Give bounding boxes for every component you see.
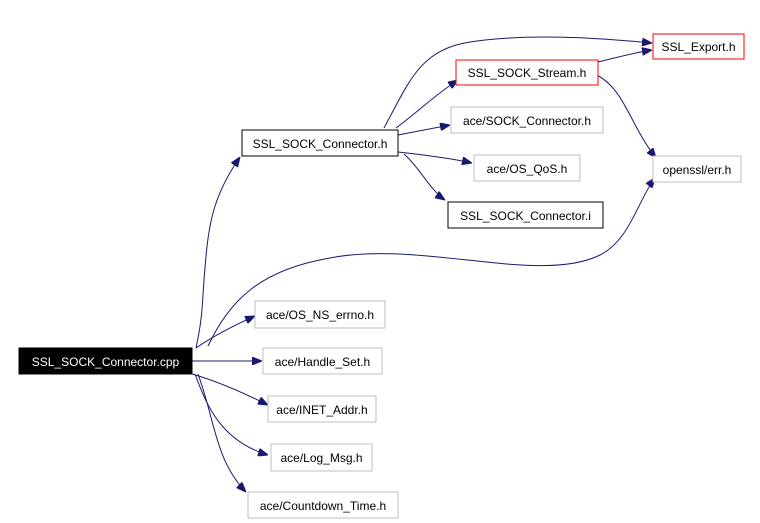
node-openssl-err-h[interactable]: openssl/err.h xyxy=(652,155,742,183)
nodes: SSL_SOCK_Connector.cpp SSL_SOCK_Connecto… xyxy=(18,33,745,519)
edge-root-to-log-msg xyxy=(194,373,268,455)
node-ace-inet-addr-h[interactable]: ace/INET_Addr.h xyxy=(267,395,377,423)
svg-text:ace/Handle_Set.h: ace/Handle_Set.h xyxy=(275,355,370,369)
edge-root-to-countdown-time xyxy=(197,373,246,492)
node-ace-os-ns-errno-h[interactable]: ace/OS_NS_errno.h xyxy=(254,300,386,329)
node-ace-sock-connector-h[interactable]: ace/SOCK_Connector.h xyxy=(450,106,604,134)
node-ssl-sock-connector-cpp[interactable]: SSL_SOCK_Connector.cpp xyxy=(18,347,193,375)
edge-connector-h-to-connector-i xyxy=(403,153,445,200)
node-ssl-export-h[interactable]: SSL_Export.h xyxy=(652,33,745,60)
node-ace-handle-set-h[interactable]: ace/Handle_Set.h xyxy=(262,347,383,375)
edge-root-to-inet-addr xyxy=(191,373,268,405)
edge-stream-h-to-openssl-err xyxy=(596,74,656,158)
svg-text:SSL_SOCK_Connector.cpp: SSL_SOCK_Connector.cpp xyxy=(32,355,180,369)
edge-stream-h-to-export-h xyxy=(597,50,652,63)
node-ace-log-msg-h[interactable]: ace/Log_Msg.h xyxy=(270,443,373,472)
svg-text:ace/Countdown_Time.h: ace/Countdown_Time.h xyxy=(260,499,386,513)
node-ssl-sock-connector-h[interactable]: SSL_SOCK_Connector.h xyxy=(241,129,399,157)
svg-text:SSL_SOCK_Connector.h: SSL_SOCK_Connector.h xyxy=(253,137,388,151)
edges xyxy=(191,36,656,492)
edge-connector-h-to-stream-h xyxy=(395,80,458,129)
edge-root-to-os-ns-errno xyxy=(195,316,255,349)
edge-root-to-openssl-err xyxy=(207,178,655,347)
svg-text:SSL_SOCK_Stream.h: SSL_SOCK_Stream.h xyxy=(468,66,587,80)
svg-text:openssl/err.h: openssl/err.h xyxy=(663,163,732,177)
node-ssl-sock-stream-h[interactable]: SSL_SOCK_Stream.h xyxy=(455,59,599,86)
edge-connector-h-to-sock-connector xyxy=(397,125,450,136)
svg-text:SSL_Export.h: SSL_Export.h xyxy=(661,40,735,54)
node-ssl-sock-connector-i[interactable]: SSL_SOCK_Connector.i xyxy=(447,201,604,229)
svg-text:ace/SOCK_Connector.h: ace/SOCK_Connector.h xyxy=(463,114,591,128)
svg-text:SSL_SOCK_Connector.i: SSL_SOCK_Connector.i xyxy=(460,209,591,223)
svg-text:ace/OS_NS_errno.h: ace/OS_NS_errno.h xyxy=(266,308,374,322)
edge-root-to-connector-h xyxy=(195,157,240,349)
svg-text:ace/OS_QoS.h: ace/OS_QoS.h xyxy=(487,162,568,176)
svg-text:ace/Log_Msg.h: ace/Log_Msg.h xyxy=(280,451,362,465)
node-ace-os-qos-h[interactable]: ace/OS_QoS.h xyxy=(473,154,581,182)
edge-connector-h-to-export-h xyxy=(383,36,652,129)
edge-connector-h-to-os-qos xyxy=(397,151,472,163)
svg-text:ace/INET_Addr.h: ace/INET_Addr.h xyxy=(276,403,367,417)
node-ace-countdown-time-h[interactable]: ace/Countdown_Time.h xyxy=(247,491,399,519)
